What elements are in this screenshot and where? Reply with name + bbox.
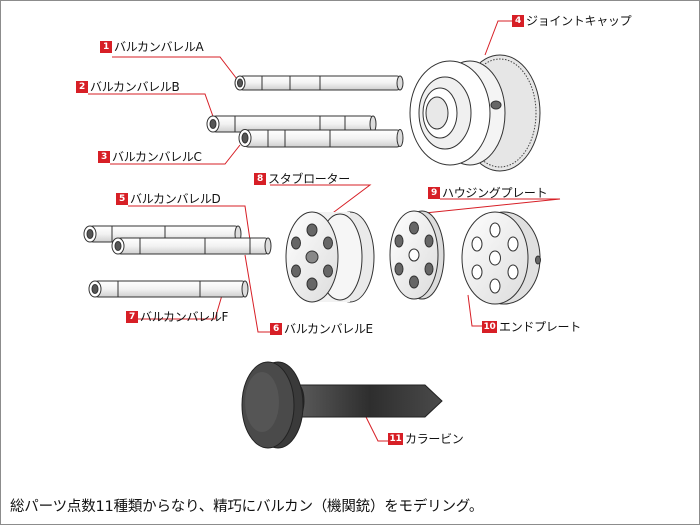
part-label: バルカンバレルC <box>112 150 202 164</box>
part-number-badge: 4 <box>512 14 524 27</box>
label-barrel-b: 2 バルカンバレルB <box>76 78 180 95</box>
part-label: バルカンバレルA <box>114 40 204 54</box>
part-number-badge: 1 <box>100 40 112 53</box>
barrel-c <box>238 129 404 148</box>
label-barrel-e: 6 バルカンバレルE <box>270 320 373 337</box>
part-label: バルカンバレルE <box>284 322 373 336</box>
label-stub-rotor: 8 スタブローター <box>254 170 350 187</box>
joint-cap <box>409 54 541 172</box>
part-number-badge: 6 <box>270 322 282 335</box>
figure-caption: 総パーツ点数11種類からなり、精巧にバルカン（機関銃）をモデリング。 <box>10 499 484 515</box>
label-housing-plate: 9 ハウジングプレート <box>428 184 548 201</box>
part-label: バルカンバレルB <box>90 80 180 94</box>
part-number-badge: 7 <box>126 310 138 323</box>
part-number-badge: 10 <box>482 320 497 333</box>
part-number-badge: 3 <box>98 150 110 163</box>
part-label: エンドプレート <box>499 320 581 334</box>
part-label: スタブローター <box>268 172 350 186</box>
part-label: バルカンバレルD <box>130 192 221 206</box>
label-barrel-a: 1 バルカンバレルA <box>100 38 204 55</box>
part-number-badge: 11 <box>388 432 403 445</box>
housing-plate <box>389 210 445 300</box>
label-collar-pin: 11 カラービン <box>388 430 464 447</box>
label-barrel-c: 3 バルカンバレルC <box>98 148 202 165</box>
stub-rotor <box>285 211 375 303</box>
part-number-badge: 2 <box>76 80 88 93</box>
part-number-badge: 5 <box>116 192 128 205</box>
part-label: カラービン <box>405 432 464 446</box>
collar-pin <box>241 361 443 449</box>
end-plate <box>461 211 541 305</box>
barrel-e <box>111 237 272 255</box>
part-label: ジョイントキャップ <box>526 14 632 28</box>
part-number-badge: 8 <box>254 172 266 185</box>
part-label: ハウジングプレート <box>442 186 548 200</box>
leader-lines <box>88 20 561 442</box>
label-barrel-d: 5 バルカンバレルD <box>116 190 221 207</box>
label-joint-cap: 4 ジョイントキャップ <box>512 12 632 29</box>
part-label: バルカンバレルF <box>140 310 229 324</box>
label-end-plate: 10 エンドプレート <box>482 318 581 335</box>
barrel-f <box>88 280 249 298</box>
part-number-badge: 9 <box>428 186 440 199</box>
barrel-a <box>234 75 404 91</box>
label-barrel-f: 7 バルカンバレルF <box>126 308 228 325</box>
